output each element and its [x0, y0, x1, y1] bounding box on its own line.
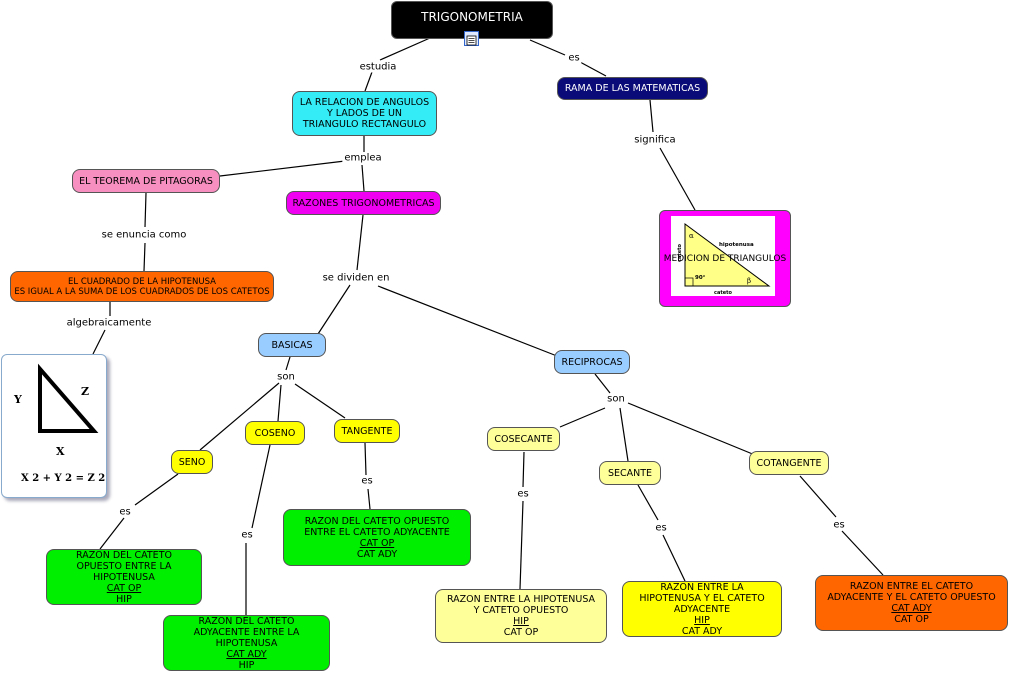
link-label-es: es — [566, 52, 582, 64]
concept-cuadrado-hipotenusa[interactable]: EL CUADRADO DE LA HIPOTENUSA ES IGUAL A … — [10, 271, 274, 302]
z-label: Z — [81, 385, 89, 398]
concept-label: SENO — [178, 456, 206, 468]
definition-numerator: CAT ADY — [226, 648, 267, 660]
definition-denominator: CAT OP — [894, 614, 929, 625]
y-label: Y — [13, 393, 22, 406]
definition-text: RAZON DEL CATETO ADYACENTE ENTRE LA HIPO… — [193, 615, 300, 649]
definition-text: RAZON ENTRE LA HIPOTENUSA Y CATETO OPUES… — [446, 594, 596, 616]
concept-medicion-triangulos[interactable]: α hipotenusa 90° β cateto cateto MEDICIO… — [659, 210, 791, 307]
definition-text: RAZON DEL CATETO OPUESTO ENTRE EL CATETO… — [304, 515, 450, 538]
concept-label-line1: EL CUADRADO DE LA HIPOTENUSA — [68, 276, 216, 287]
pythagoras-image[interactable]: Y Z X X 2 + Y 2 = Z 2 — [1, 354, 107, 498]
definition-cosecante[interactable]: RAZON ENTRE LA HIPOTENUSA Y CATETO OPUES… — [435, 589, 607, 643]
link-label-son-basicas: son — [275, 371, 297, 383]
pythagoras-diagram: Y Z X X 2 + Y 2 = Z 2 — [13, 363, 105, 484]
definition-tangente[interactable]: RAZON DEL CATETO OPUESTO ENTRE EL CATETO… — [283, 509, 471, 566]
concept-label: RAMA DE LAS MATEMATICAS — [564, 83, 701, 94]
link-label-es-tangente: es — [359, 475, 375, 487]
concept-label: COTANGENTE — [756, 457, 822, 469]
definition-numerator: HIP — [694, 614, 710, 626]
definition-text: RAZON ENTRE LA HIPOTENUSA Y EL CATETO AD… — [639, 581, 765, 615]
concept-reciprocas[interactable]: RECIPROCAS — [554, 350, 630, 374]
x-label: X — [56, 445, 65, 458]
link-label-emplea: emplea — [342, 152, 384, 164]
concept-cosecante[interactable]: COSECANTE — [487, 427, 560, 451]
notes-icon[interactable] — [464, 31, 479, 46]
concept-label: TANGENTE — [341, 425, 393, 437]
link-label-algebraicamente: algebraicamente — [64, 317, 154, 329]
definition-seno[interactable]: RAZON DEL CATETO OPUESTO ENTRE LA HIPOTE… — [46, 549, 202, 605]
definition-denominator: HIP — [116, 593, 132, 605]
pythagoras-formula: X 2 + Y 2 = Z 2 — [21, 473, 105, 484]
concept-pitagoras[interactable]: EL TEOREMA DE PITAGORAS — [72, 169, 220, 193]
concept-seno[interactable]: SENO — [171, 450, 213, 474]
cateto-bottom-label: cateto — [714, 290, 733, 296]
definition-text: RAZON DEL CATETO OPUESTO ENTRE LA HIPOTE… — [76, 549, 172, 583]
link-label-se-enuncia: se enuncia como — [99, 229, 189, 241]
definition-denominator: HIP — [238, 659, 255, 671]
beta-label: β — [747, 277, 751, 285]
triangle-image: α hipotenusa 90° β cateto cateto — [671, 216, 775, 296]
hipotenusa-label: hipotenusa — [719, 242, 754, 248]
definition-coseno[interactable]: RAZON DEL CATETO ADYACENTE ENTRE LA HIPO… — [163, 615, 330, 671]
concept-coseno[interactable]: COSENO — [245, 421, 305, 445]
definition-numerator: CAT ADY — [891, 603, 932, 614]
concept-label: RECIPROCAS — [561, 356, 623, 368]
definition-cotangente[interactable]: RAZON ENTRE EL CATETO ADYACENTE Y EL CAT… — [815, 575, 1008, 631]
cateto-side-label: cateto — [677, 243, 683, 262]
link-label-estudia: estudia — [357, 61, 399, 73]
concept-label: COSENO — [254, 427, 296, 439]
definition-text: RAZON ENTRE EL CATETO ADYACENTE Y EL CAT… — [827, 581, 996, 603]
definition-denominator: CAT OP — [503, 627, 539, 638]
link-label-se-dividen: se dividen en — [320, 272, 392, 284]
document-icon — [466, 35, 477, 46]
definition-denominator: CAT ADY — [356, 548, 398, 560]
concept-label: SECANTE — [607, 467, 653, 479]
concept-secante[interactable]: SECANTE — [599, 461, 661, 485]
concept-rama-matematicas[interactable]: RAMA DE LAS MATEMATICAS — [557, 77, 708, 100]
link-label-son-reciprocas: son — [605, 393, 627, 405]
concept-basicas[interactable]: BASICAS — [258, 333, 326, 357]
concept-label: EL TEOREMA DE PITAGORAS — [79, 175, 213, 187]
link-label-es-secante: es — [653, 522, 669, 534]
right-triangle-diagram: α hipotenusa 90° β cateto cateto — [677, 223, 771, 296]
concept-tangente[interactable]: TANGENTE — [334, 419, 400, 443]
concept-label: BASICAS — [271, 339, 313, 351]
concept-relacion[interactable]: LA RELACION DE ANGULOS Y LADOS DE UN TRI… — [292, 91, 437, 136]
link-label-significa: significa — [632, 134, 678, 146]
concept-label-line2: ES IGUAL A LA SUMA DE LOS CUADRADOS DE L… — [14, 286, 270, 297]
link-label-es-cosecante: es — [515, 488, 531, 500]
link-label-es-seno: es — [117, 506, 133, 518]
link-label-es-coseno: es — [239, 529, 255, 541]
link-label-es-cotangente: es — [831, 519, 847, 531]
definition-numerator: HIP — [513, 616, 529, 627]
definition-numerator: CAT OP — [359, 537, 395, 549]
concept-label: MEDICION DE TRIANGULOS — [663, 254, 787, 264]
definition-numerator: CAT OP — [106, 582, 142, 594]
alpha-label: α — [689, 232, 694, 240]
concept-razones[interactable]: RAZONES TRIGONOMETRICAS — [286, 191, 441, 215]
right-angle-label: 90° — [695, 275, 706, 281]
concept-label: COSECANTE — [494, 433, 553, 445]
concept-cotangente[interactable]: COTANGENTE — [749, 451, 829, 475]
concept-label: LA RELACION DE ANGULOS Y LADOS DE UN TRI… — [299, 97, 430, 130]
concept-label: TRIGONOMETRIA — [421, 10, 523, 24]
definition-denominator: CAT ADY — [681, 625, 723, 637]
definition-secante[interactable]: RAZON ENTRE LA HIPOTENUSA Y EL CATETO AD… — [622, 581, 782, 637]
concept-label: RAZONES TRIGONOMETRICAS — [292, 197, 435, 209]
